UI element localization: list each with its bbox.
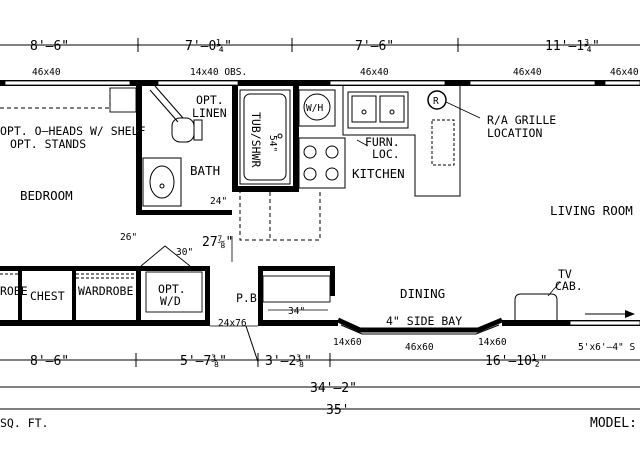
top-dim-1: 8'–6" <box>30 39 69 54</box>
kitchen-fixtures <box>239 86 461 241</box>
opt-stands-label: OPT. STANDS <box>10 137 86 151</box>
room-bath: BATH <box>190 163 220 178</box>
dim-24-bath: 24" <box>210 196 227 207</box>
grille-circle-icon <box>427 90 447 110</box>
bottom-window-3: 14x60 <box>478 337 507 348</box>
tub-size-label: 54" <box>267 135 278 152</box>
interior-walls <box>0 86 335 324</box>
top-dim-3: 7'–6" <box>355 39 394 54</box>
bottom-dim-3: 3'–2⅜" <box>265 354 312 369</box>
closet-doors <box>0 245 331 313</box>
top-dimension-line <box>0 38 640 52</box>
dim-27: 27⅞" <box>202 235 233 250</box>
bottom-dimension-lines <box>0 353 640 410</box>
window-label-top-5: 46x40 <box>610 67 639 78</box>
window-label-top-2: 14x40 OBS. <box>190 67 247 78</box>
nightstand-outline <box>109 87 137 113</box>
dim-34: 34" <box>288 306 305 317</box>
tv-leader-line <box>547 281 561 297</box>
chest-label: CHEST <box>30 289 65 303</box>
top-dim-2: 7'–0¼" <box>185 39 232 54</box>
opt-wd-label-1: OPT. <box>158 282 186 296</box>
grille-symbol: R <box>433 96 439 107</box>
room-kitchen: KITCHEN <box>352 166 405 181</box>
overall-outside-length: 35' <box>326 403 349 418</box>
dim-30: 30" <box>176 247 193 258</box>
shelf-outline <box>0 88 111 109</box>
pb-label: P.B. <box>236 291 264 305</box>
wardrobe-label: WARDROBE <box>78 284 133 298</box>
slider-label: 5'x6'–4" S <box>578 342 635 353</box>
window-label-top-1: 46x40 <box>32 67 61 78</box>
tv-cabinet-outline <box>514 293 558 320</box>
ra-grille-label-1: R/A GRILLE <box>487 113 556 127</box>
exterior-walls <box>0 80 640 335</box>
overall-inside-length: 34'–2" <box>310 381 357 396</box>
room-dining: DINING <box>400 286 445 301</box>
opt-linen-label-2: LINEN <box>192 106 227 120</box>
opt-heads-label: OPT. O–HEADS W/ SHELF <box>0 124 145 138</box>
sq-ft-label: SQ. FT. <box>0 416 48 430</box>
top-dim-4: 11'–1¾" <box>545 39 600 54</box>
tub-shower-label: TUB/SHWR <box>249 112 263 167</box>
water-heater-label: W/H <box>306 103 323 114</box>
room-living: LIVING ROOM <box>550 203 633 218</box>
window-label-top-3: 46x40 <box>360 67 389 78</box>
tv-cab-label-1: TV <box>558 267 572 281</box>
room-bedroom: BEDROOM <box>20 188 73 203</box>
water-heater-icon <box>303 93 331 121</box>
entry-door-swing <box>245 325 259 363</box>
slider-arrow-head-icon <box>625 310 635 318</box>
wardrobe-left: ROBE <box>0 284 28 298</box>
bottom-dim-2: 5'–7⅜" <box>180 354 227 369</box>
water-heater-box <box>298 89 336 127</box>
bottom-window-1: 14x60 <box>333 337 362 348</box>
grille-leader-line <box>445 101 481 119</box>
dim-26: 26" <box>120 232 137 243</box>
furn-leader-line <box>356 139 369 147</box>
furn-loc-label-2: LOC. <box>372 147 400 161</box>
furn-loc-label-1: FURN. <box>365 135 400 149</box>
ra-grille-label-2: LOCATION <box>487 126 542 140</box>
side-bay-label: 4" SIDE BAY <box>386 314 462 328</box>
bottom-dim-4: 16'–10½" <box>485 354 548 369</box>
window-label-top-4: 46x40 <box>513 67 542 78</box>
tv-cab-label-2: CAB. <box>555 279 583 293</box>
model-label: MODEL: <box>590 416 637 431</box>
door-24x76: 24x76 <box>218 318 247 329</box>
bottom-window-2: 46x60 <box>405 342 434 353</box>
bath-fixtures <box>142 85 291 207</box>
bottom-dim-1: 8'–6" <box>30 354 69 369</box>
opt-wd-label-2: W/D <box>160 294 181 308</box>
opt-linen-label-1: OPT. <box>196 93 224 107</box>
